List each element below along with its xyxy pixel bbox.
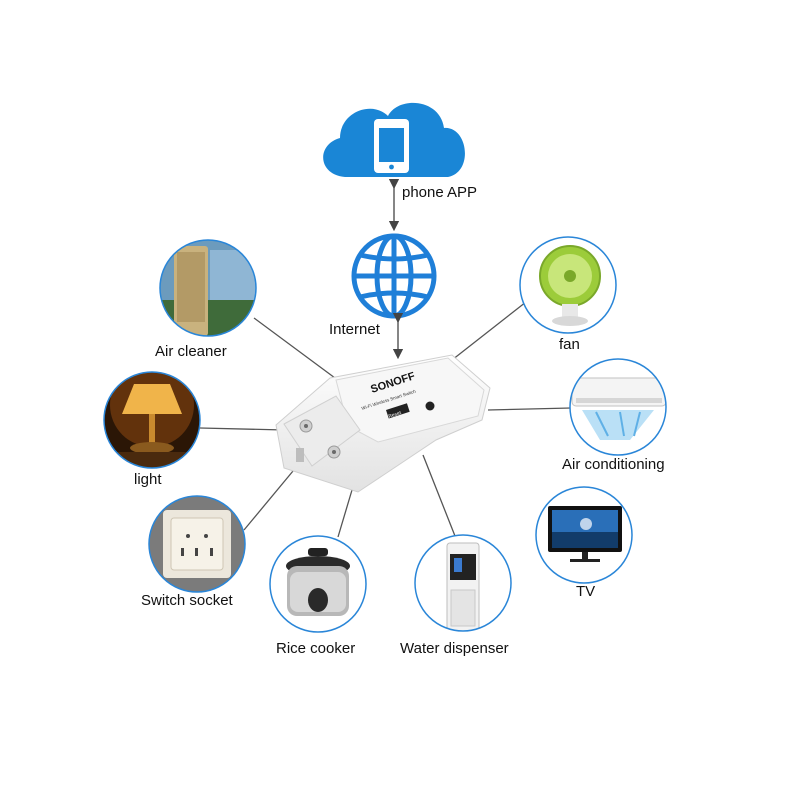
fan-label: fan bbox=[559, 336, 580, 353]
phone-app-label: phone APP bbox=[402, 184, 478, 201]
air-conditioning-circle bbox=[569, 358, 667, 456]
tv-label: TV bbox=[576, 583, 596, 600]
globe-icon bbox=[351, 233, 437, 319]
air-cleaner-label: Air cleaner bbox=[155, 343, 227, 360]
line-fan bbox=[451, 301, 527, 361]
rice-cooker-label: Rice cooker bbox=[276, 640, 356, 657]
line-switch-socket bbox=[243, 464, 299, 531]
tv-circle bbox=[535, 486, 633, 584]
air-cleaner-circle bbox=[159, 239, 257, 337]
light-circle bbox=[103, 371, 201, 469]
line-rice-cooker bbox=[337, 489, 353, 538]
reset-led bbox=[425, 401, 435, 411]
cloud-icon bbox=[323, 102, 465, 177]
lamp-icon bbox=[122, 384, 182, 414]
line-light bbox=[199, 427, 286, 431]
connector-lines bbox=[199, 301, 572, 538]
sonoff-switch: SONOFF Wi-Fi Wireless Smart Switch Reset bbox=[275, 354, 491, 493]
device-button-label: Reset bbox=[388, 410, 403, 420]
internet-label: Internet bbox=[329, 321, 380, 338]
fan-circle bbox=[519, 236, 617, 334]
switch-socket-label: Switch socket bbox=[141, 592, 233, 609]
water-dispenser-circle bbox=[414, 534, 512, 632]
switch-socket-circle bbox=[148, 495, 246, 593]
water-dispenser-label: Water dispenser bbox=[400, 640, 509, 657]
line-air-cleaner bbox=[253, 317, 336, 379]
line-air-conditioning bbox=[487, 407, 572, 411]
light-label: light bbox=[134, 471, 162, 488]
line-water-dispenser bbox=[422, 454, 456, 537]
rice-cooker-circle bbox=[269, 535, 367, 633]
air-conditioning-label: Air conditioning bbox=[562, 456, 665, 473]
